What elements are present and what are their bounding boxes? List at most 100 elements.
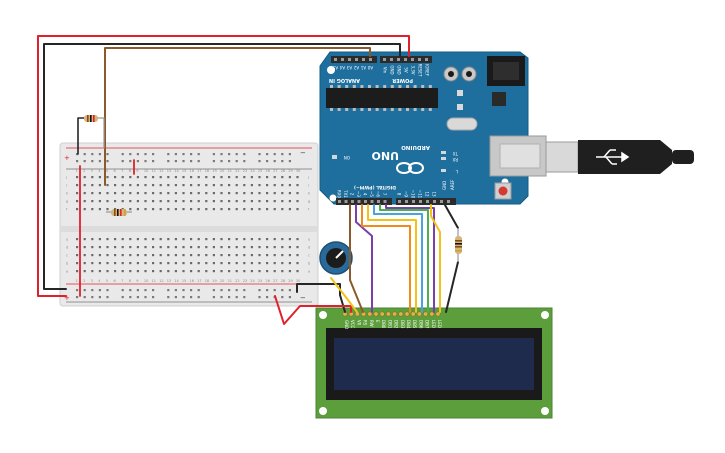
breadboard-hole[interactable]: [273, 262, 276, 265]
breadboard-hole[interactable]: [121, 296, 124, 299]
breadboard-hole[interactable]: [273, 270, 276, 273]
breadboard-hole[interactable]: [83, 270, 86, 273]
breadboard-hole[interactable]: [167, 289, 170, 292]
lcd-pin[interactable]: [410, 311, 416, 317]
breadboard-hole[interactable]: [220, 246, 223, 249]
breadboard-hole[interactable]: [174, 262, 177, 265]
breadboard-hole[interactable]: [167, 200, 170, 203]
breadboard-hole[interactable]: [167, 153, 170, 156]
breadboard-hole[interactable]: [258, 153, 261, 156]
breadboard-hole[interactable]: [258, 160, 261, 163]
breadboard-hole[interactable]: [83, 192, 86, 195]
breadboard-hole[interactable]: [190, 160, 193, 163]
breadboard-hole[interactable]: [281, 262, 284, 265]
breadboard-hole[interactable]: [212, 208, 215, 211]
breadboard-hole[interactable]: [167, 246, 170, 249]
breadboard-hole[interactable]: [266, 238, 269, 241]
breadboard-hole[interactable]: [167, 192, 170, 195]
breadboard-hole[interactable]: [182, 254, 185, 257]
breadboard-hole[interactable]: [152, 153, 155, 156]
breadboard-hole[interactable]: [281, 270, 284, 273]
wire-db6-yellow[interactable]: [367, 204, 417, 313]
breadboard-hole[interactable]: [129, 192, 132, 195]
breadboard-hole[interactable]: [136, 200, 139, 203]
breadboard-hole[interactable]: [98, 184, 101, 187]
breadboard-hole[interactable]: [76, 200, 79, 203]
breadboard-hole[interactable]: [266, 160, 269, 163]
breadboard-hole[interactable]: [167, 262, 170, 265]
breadboard-hole[interactable]: [296, 246, 299, 249]
breadboard-hole[interactable]: [266, 289, 269, 292]
breadboard-hole[interactable]: [281, 238, 284, 241]
breadboard-hole[interactable]: [136, 270, 139, 273]
breadboard-hole[interactable]: [243, 246, 246, 249]
breadboard-hole[interactable]: [174, 289, 177, 292]
breadboard-hole[interactable]: [258, 238, 261, 241]
breadboard-hole[interactable]: [129, 208, 132, 211]
breadboard-hole[interactable]: [152, 254, 155, 257]
breadboard-hole[interactable]: [243, 296, 246, 299]
digital-pin[interactable]: [377, 200, 380, 203]
breadboard-hole[interactable]: [76, 238, 79, 241]
breadboard-hole[interactable]: [220, 208, 223, 211]
wire-db5-blue[interactable]: [373, 204, 423, 313]
breadboard-hole[interactable]: [106, 262, 109, 265]
breadboard-hole[interactable]: [121, 238, 124, 241]
breadboard-hole[interactable]: [228, 184, 231, 187]
breadboard-hole[interactable]: [296, 176, 299, 179]
breadboard-hole[interactable]: [281, 246, 284, 249]
breadboard-hole[interactable]: [197, 184, 200, 187]
wire-pot-v0[interactable]: [330, 277, 358, 313]
breadboard-hole[interactable]: [266, 153, 269, 156]
breadboard-hole[interactable]: [114, 246, 117, 249]
breadboard-hole[interactable]: [228, 289, 231, 292]
breadboard-hole[interactable]: [91, 160, 94, 163]
breadboard-hole[interactable]: [83, 289, 86, 292]
header-pin[interactable]: [418, 58, 421, 61]
breadboard-hole[interactable]: [182, 176, 185, 179]
header-pin[interactable]: [355, 58, 358, 61]
digital-pin[interactable]: [383, 200, 387, 203]
breadboard-hole[interactable]: [258, 296, 261, 299]
breadboard-hole[interactable]: [152, 208, 155, 211]
breadboard-hole[interactable]: [174, 238, 177, 241]
digital-pin[interactable]: [364, 200, 367, 203]
breadboard-hole[interactable]: [98, 160, 101, 163]
breadboard-hole[interactable]: [266, 254, 269, 257]
breadboard-hole[interactable]: [266, 200, 269, 203]
breadboard-hole[interactable]: [114, 262, 117, 265]
wire-led-black[interactable]: [444, 204, 459, 229]
breadboard-hole[interactable]: [243, 200, 246, 203]
breadboard-hole[interactable]: [136, 208, 139, 211]
breadboard-hole[interactable]: [91, 246, 94, 249]
breadboard-hole[interactable]: [228, 270, 231, 273]
breadboard-hole[interactable]: [182, 184, 185, 187]
breadboard-hole[interactable]: [220, 270, 223, 273]
breadboard-hole[interactable]: [129, 176, 132, 179]
breadboard-hole[interactable]: [144, 153, 147, 156]
breadboard-hole[interactable]: [212, 246, 215, 249]
breadboard-hole[interactable]: [91, 176, 94, 179]
wire-db4-green[interactable]: [379, 204, 429, 313]
breadboard-hole[interactable]: [250, 238, 253, 241]
breadboard-hole[interactable]: [266, 246, 269, 249]
breadboard-hole[interactable]: [197, 254, 200, 257]
breadboard-hole[interactable]: [136, 296, 139, 299]
breadboard-hole[interactable]: [212, 238, 215, 241]
breadboard-hole[interactable]: [235, 246, 238, 249]
breadboard-hole[interactable]: [136, 246, 139, 249]
breadboard-hole[interactable]: [136, 262, 139, 265]
breadboard-hole[interactable]: [288, 200, 291, 203]
breadboard-hole[interactable]: [288, 246, 291, 249]
breadboard-hole[interactable]: [167, 238, 170, 241]
breadboard-hole[interactable]: [91, 238, 94, 241]
breadboard-hole[interactable]: [144, 246, 147, 249]
breadboard-hole[interactable]: [197, 238, 200, 241]
breadboard-hole[interactable]: [235, 160, 238, 163]
breadboard-hole[interactable]: [197, 160, 200, 163]
wire-led-cathode[interactable]: [445, 261, 459, 313]
breadboard-hole[interactable]: [258, 176, 261, 179]
breadboard-hole[interactable]: [91, 192, 94, 195]
digital-pin[interactable]: [405, 200, 408, 203]
